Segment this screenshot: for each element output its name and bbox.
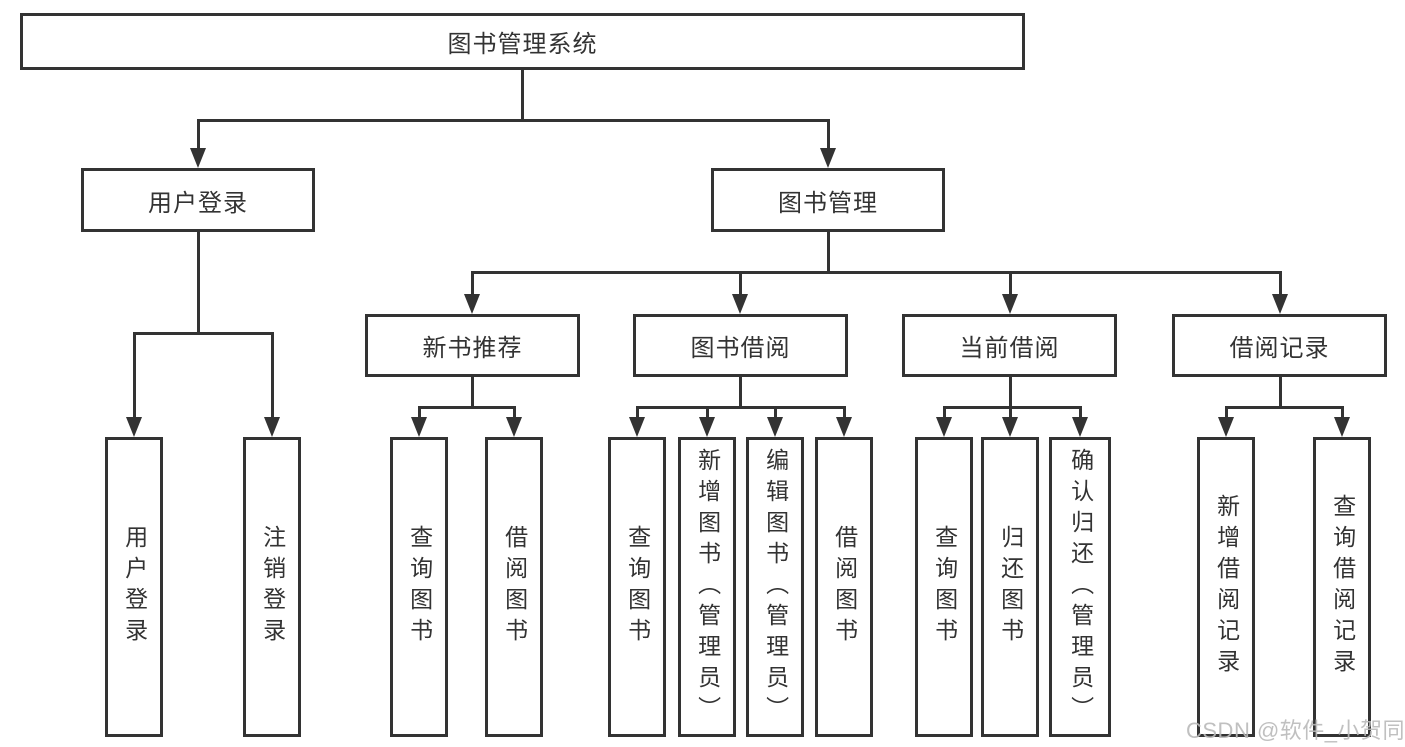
node-user-login: 用户登录 (81, 168, 315, 232)
arrowhead-down-icon (1272, 294, 1288, 314)
connector-line (271, 332, 274, 419)
connector-line (133, 332, 274, 335)
node-book-borrow-label: 图书借阅 (690, 335, 791, 362)
node-user-login-label: 用户登录 (148, 189, 248, 217)
connector-line (636, 406, 846, 409)
node-new-book-recommend: 新书推荐 (365, 314, 580, 377)
node-borrow-record-label: 借阅记录 (1229, 335, 1330, 362)
arrowhead-down-icon (936, 417, 952, 437)
connector-line (636, 406, 639, 419)
connector-line (1009, 271, 1012, 296)
connector-line (197, 119, 200, 150)
arrowhead-down-icon (1002, 417, 1018, 437)
arrowhead-down-icon (1218, 417, 1234, 437)
node-book-borrow: 图书借阅 (633, 314, 848, 377)
connector-line (1225, 406, 1344, 409)
arrowhead-down-icon (464, 294, 480, 314)
arrowhead-down-icon (732, 294, 748, 314)
arrowhead-down-icon (820, 148, 836, 168)
connector-line (1009, 406, 1012, 419)
leaf-query-book-2-label: 查询图书 (624, 525, 651, 649)
leaf-query-borrow-record-label: 查询借阅记录 (1329, 494, 1356, 680)
arrowhead-down-icon (411, 417, 427, 437)
connector-line (1009, 377, 1012, 408)
leaf-borrow-book-1: 借阅图书 (485, 437, 543, 737)
connector-line (843, 406, 846, 419)
node-root-label: 图书管理系统 (447, 31, 598, 58)
leaf-add-book-admin: 新增图书（管理员） (678, 437, 736, 737)
connector-line (943, 406, 1082, 409)
leaf-edit-book-admin-label: 编辑图书（管理员） (762, 447, 789, 727)
connector-line (706, 406, 709, 419)
connector-line (1079, 406, 1082, 419)
node-borrow-record: 借阅记录 (1172, 314, 1387, 377)
leaf-add-book-admin-label: 新增图书（管理员） (694, 447, 721, 727)
arrowhead-down-icon (506, 417, 522, 437)
leaf-user-login: 用户登录 (105, 437, 163, 737)
leaf-logout-label: 注销登录 (259, 525, 286, 649)
connector-line (418, 406, 516, 409)
leaf-borrow-book-1-label: 借阅图书 (501, 525, 528, 649)
arrowhead-down-icon (264, 417, 280, 437)
leaf-query-book-3-label: 查询图书 (931, 525, 958, 649)
connector-line (197, 232, 200, 334)
node-new-book-recommend-label: 新书推荐 (422, 335, 523, 362)
arrowhead-down-icon (836, 417, 852, 437)
connector-line (827, 119, 830, 150)
leaf-add-borrow-record-label: 新增借阅记录 (1213, 494, 1240, 680)
node-book-management-label: 图书管理 (778, 189, 878, 217)
arrowhead-down-icon (1072, 417, 1088, 437)
connector-line (1279, 377, 1282, 408)
csdn-watermark: CSDN @软件_小贺同学 (1186, 718, 1405, 743)
connector-line (197, 119, 830, 122)
leaf-borrow-book-2: 借阅图书 (815, 437, 873, 737)
connector-line (1341, 406, 1344, 419)
leaf-query-book-2: 查询图书 (608, 437, 666, 737)
leaf-logout: 注销登录 (243, 437, 301, 737)
connector-line (471, 271, 474, 296)
connector-line (1279, 271, 1282, 296)
connector-line (471, 271, 1282, 274)
arrowhead-down-icon (1334, 417, 1350, 437)
arrowhead-down-icon (126, 417, 142, 437)
arrowhead-down-icon (1002, 294, 1018, 314)
connector-line (521, 70, 524, 121)
connector-line (739, 377, 742, 408)
connector-line (1225, 406, 1228, 419)
leaf-edit-book-admin: 编辑图书（管理员） (746, 437, 804, 737)
leaf-return-book-label: 归还图书 (997, 525, 1024, 649)
arrowhead-down-icon (629, 417, 645, 437)
node-current-borrow-label: 当前借阅 (959, 335, 1060, 362)
connector-line (827, 232, 830, 273)
connector-line (133, 332, 136, 419)
connector-line (739, 271, 742, 296)
leaf-return-book: 归还图书 (981, 437, 1039, 737)
leaf-confirm-return-admin: 确认归还（管理员） (1049, 437, 1111, 737)
leaf-borrow-book-2-label: 借阅图书 (831, 525, 858, 649)
node-current-borrow: 当前借阅 (902, 314, 1117, 377)
connector-line (471, 377, 474, 408)
connector-line (513, 406, 516, 419)
arrowhead-down-icon (190, 148, 206, 168)
leaf-query-borrow-record: 查询借阅记录 (1313, 437, 1371, 737)
connector-line (774, 406, 777, 419)
connector-line (943, 406, 946, 419)
leaf-user-login-label: 用户登录 (121, 525, 148, 649)
leaf-query-book-3: 查询图书 (915, 437, 973, 737)
arrowhead-down-icon (699, 417, 715, 437)
node-book-management: 图书管理 (711, 168, 945, 232)
leaf-query-book-1: 查询图书 (390, 437, 448, 737)
node-root: 图书管理系统 (20, 13, 1025, 70)
connector-line (418, 406, 421, 419)
leaf-add-borrow-record: 新增借阅记录 (1197, 437, 1255, 737)
leaf-query-book-1-label: 查询图书 (406, 525, 433, 649)
arrowhead-down-icon (767, 417, 783, 437)
leaf-confirm-return-admin-label: 确认归还（管理员） (1067, 447, 1094, 727)
